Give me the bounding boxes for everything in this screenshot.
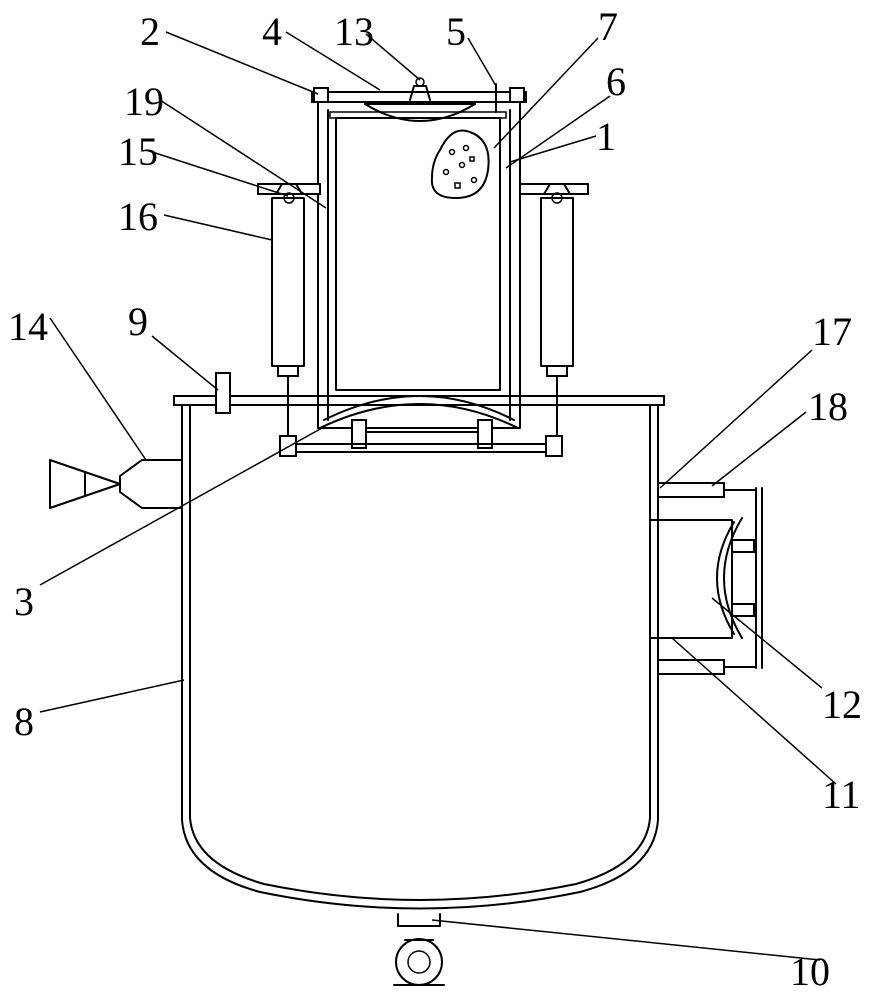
label-1: 1 xyxy=(596,114,616,159)
right-cylinder xyxy=(519,183,589,437)
main-tank xyxy=(173,395,665,910)
leader-lines xyxy=(39,31,837,961)
label-12: 12 xyxy=(822,682,862,727)
label-14: 14 xyxy=(8,304,48,349)
label-16: 16 xyxy=(118,194,158,239)
side-port xyxy=(649,482,763,675)
pump xyxy=(393,913,445,986)
label-18: 18 xyxy=(808,384,848,429)
label-13: 13 xyxy=(334,9,374,54)
label-6: 6 xyxy=(606,59,626,104)
lid-valve xyxy=(215,372,231,414)
label-7: 7 xyxy=(598,4,618,49)
label-9: 9 xyxy=(128,299,148,344)
left-cylinder xyxy=(257,183,321,437)
filter-column xyxy=(279,77,563,457)
label-11: 11 xyxy=(822,772,861,817)
labels: 1 2 3 4 5 6 7 8 9 10 11 12 13 14 15 16 1… xyxy=(8,4,862,994)
label-4: 4 xyxy=(262,9,282,54)
label-17: 17 xyxy=(812,309,852,354)
label-2: 2 xyxy=(140,9,160,54)
label-15: 15 xyxy=(118,129,158,174)
label-10: 10 xyxy=(790,949,830,994)
label-8: 8 xyxy=(14,699,34,744)
label-3: 3 xyxy=(14,579,34,624)
label-19: 19 xyxy=(124,79,164,124)
label-5: 5 xyxy=(446,9,466,54)
inlet-valve xyxy=(49,459,183,509)
